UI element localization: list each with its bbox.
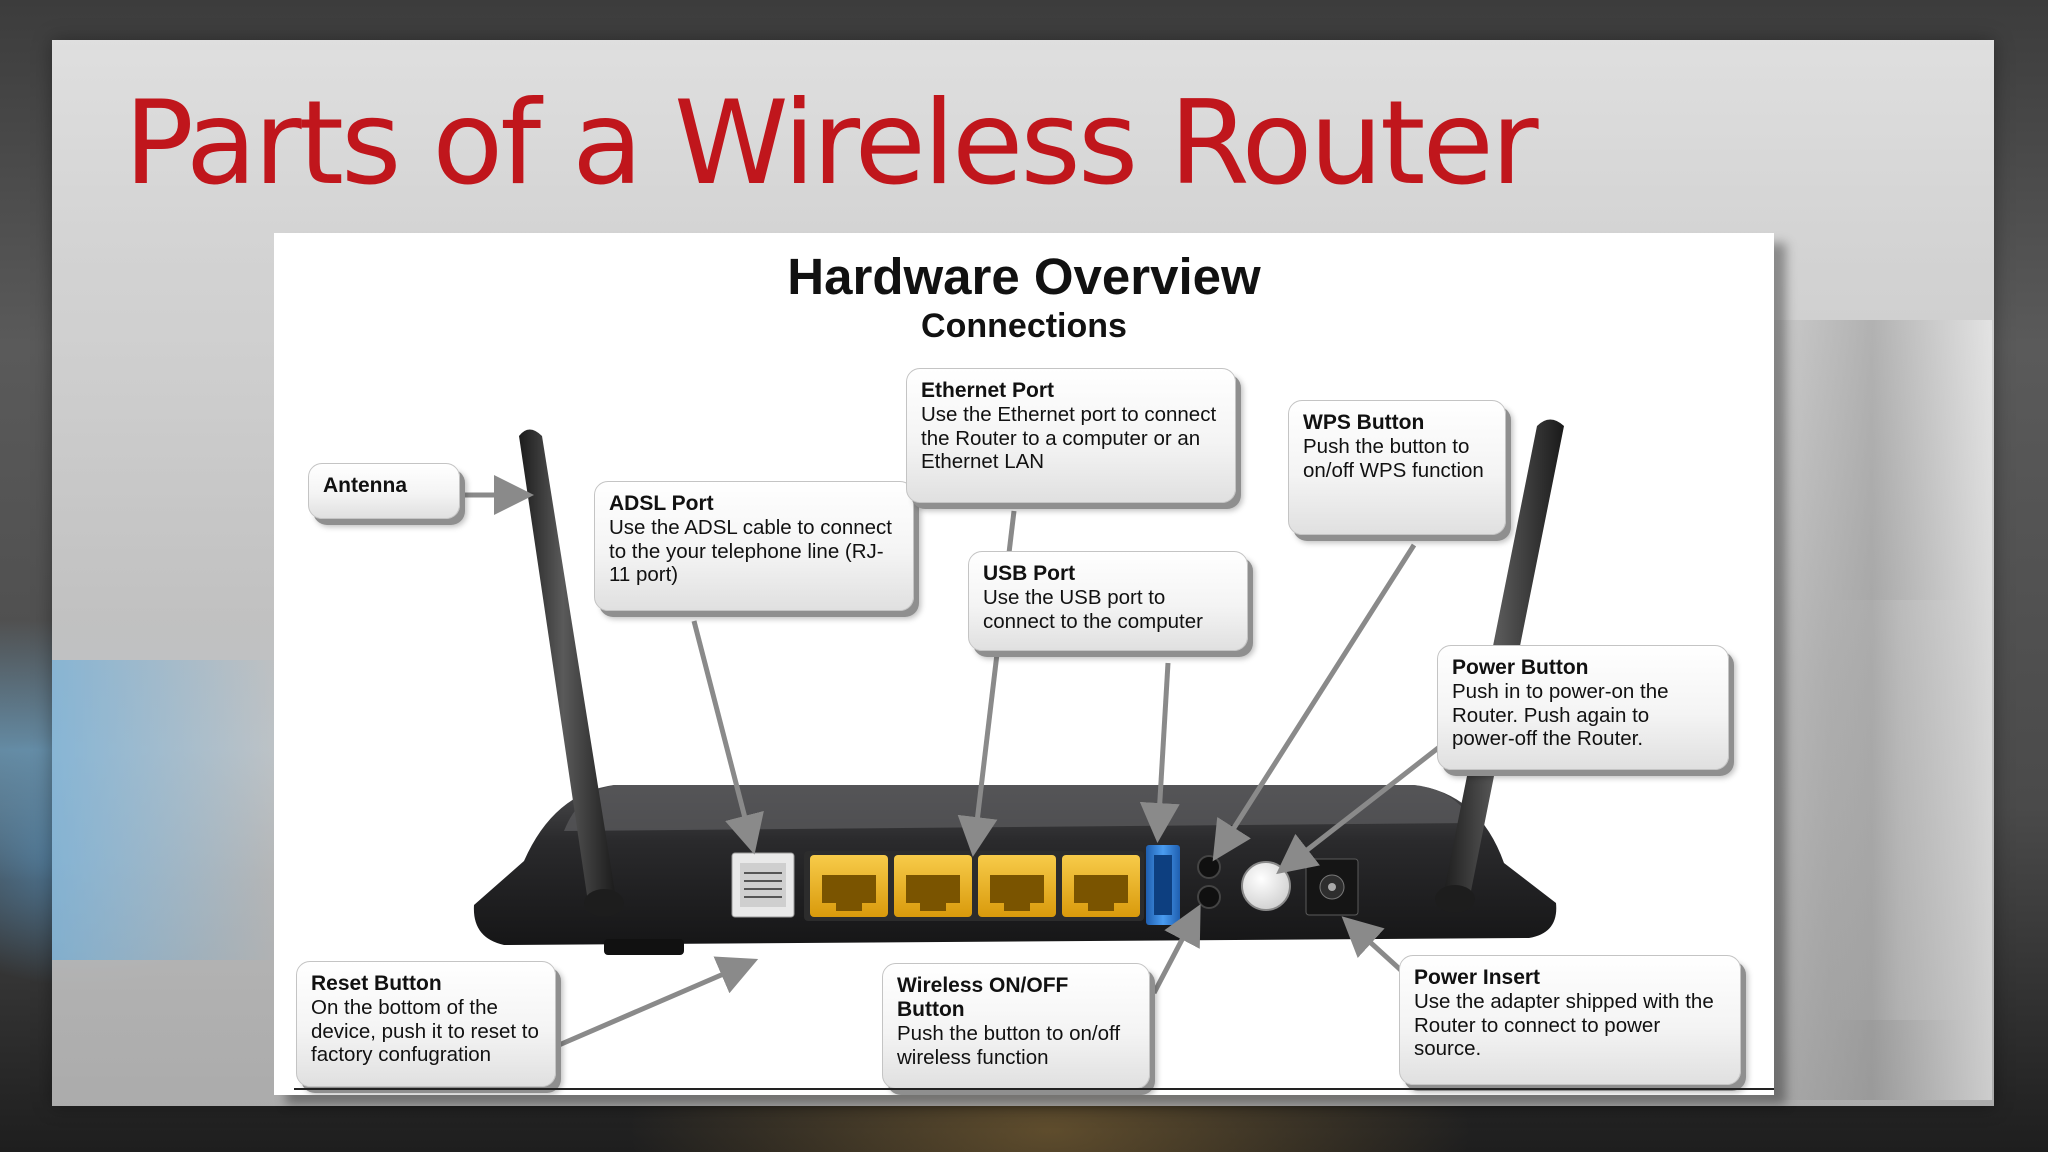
diagram-title: Hardware Overview: [787, 248, 1261, 305]
callout-antenna-title: Antenna: [323, 474, 407, 497]
pointer-adsl: [691, 620, 764, 855]
callout-adsl-text: Use the ADSL cable to connect to the you…: [609, 516, 892, 587]
ethernet-port-4: [1062, 855, 1140, 917]
hardware-overview-diagram: Hardware Overview Connections Antenna AD…: [274, 233, 1774, 1095]
callout-power-insert: Power Insert Use the adapter shipped wit…: [1399, 955, 1741, 1085]
router-foot: [604, 939, 684, 955]
callout-wps-title: WPS Button: [1303, 411, 1425, 434]
wireless-button: [1197, 885, 1221, 909]
callout-usb-title: USB Port: [983, 562, 1076, 585]
ethernet-port-1: [810, 855, 888, 917]
callout-antenna: Antenna: [308, 463, 460, 519]
diagram-bottom-rule: [294, 1088, 1774, 1090]
callout-wps-text: Push the button to on/off WPS function: [1303, 435, 1484, 482]
pointer-wireless: [1151, 904, 1201, 995]
power-insert: [1305, 858, 1359, 916]
callout-reset-text: On the bottom of the device, push it to …: [311, 996, 539, 1067]
ethernet-port-2: [894, 855, 972, 917]
callout-ethernet-text: Use the Ethernet port to connect the Rou…: [921, 403, 1217, 474]
adsl-port: [731, 852, 795, 918]
pointer-reset: [558, 956, 759, 1048]
callout-usb-text: Use the USB port to connect to the compu…: [983, 586, 1203, 633]
wps-button: [1197, 855, 1221, 879]
diagram-subtitle: Connections: [921, 307, 1127, 345]
pointer-wps: [1212, 543, 1417, 862]
callout-usb-port: USB Port Use the USB port to connect to …: [968, 551, 1248, 651]
antenna-left: [519, 429, 624, 917]
callout-wireless-text: Push the button to on/off wireless funct…: [897, 1022, 1121, 1069]
callout-adsl-title: ADSL Port: [609, 492, 714, 515]
slide-left-haze: [52, 660, 282, 960]
pointer-power-insert: [1341, 916, 1406, 975]
callout-power-insert-title: Power Insert: [1414, 966, 1541, 989]
slide-right-haze: [1752, 320, 1992, 1100]
callout-power-button-text: Push in to power-on the Router. Push aga…: [1452, 680, 1669, 751]
callout-power-button: Power Button Push in to power-on the Rou…: [1437, 645, 1729, 770]
ethernet-ports: [804, 851, 1144, 921]
slide-title: Parts of a Wireless Router: [124, 76, 1539, 211]
usb-port: [1146, 845, 1180, 925]
callout-ethernet-port: Ethernet Port Use the Ethernet port to c…: [906, 368, 1236, 503]
callout-reset-button: Reset Button On the bottom of the device…: [296, 961, 556, 1087]
callout-wireless-title: Wireless ON/OFF Button: [897, 974, 1069, 1022]
callout-power-insert-text: Use the adapter shipped with the Router …: [1414, 990, 1714, 1061]
pointer-power-button: [1276, 743, 1444, 875]
callout-adsl-port: ADSL Port Use the ADSL cable to connect …: [594, 481, 914, 611]
pointer-usb: [1139, 662, 1180, 843]
callout-reset-title: Reset Button: [311, 972, 442, 995]
callout-wireless-button: Wireless ON/OFF Button Push the button t…: [882, 963, 1150, 1089]
callout-power-button-title: Power Button: [1452, 656, 1589, 679]
router-illustration: [464, 419, 1564, 1048]
power-button: [1241, 861, 1291, 911]
callout-ethernet-title: Ethernet Port: [921, 379, 1055, 402]
callout-wps-button: WPS Button Push the button to on/off WPS…: [1288, 400, 1506, 535]
ethernet-port-3: [978, 855, 1056, 917]
